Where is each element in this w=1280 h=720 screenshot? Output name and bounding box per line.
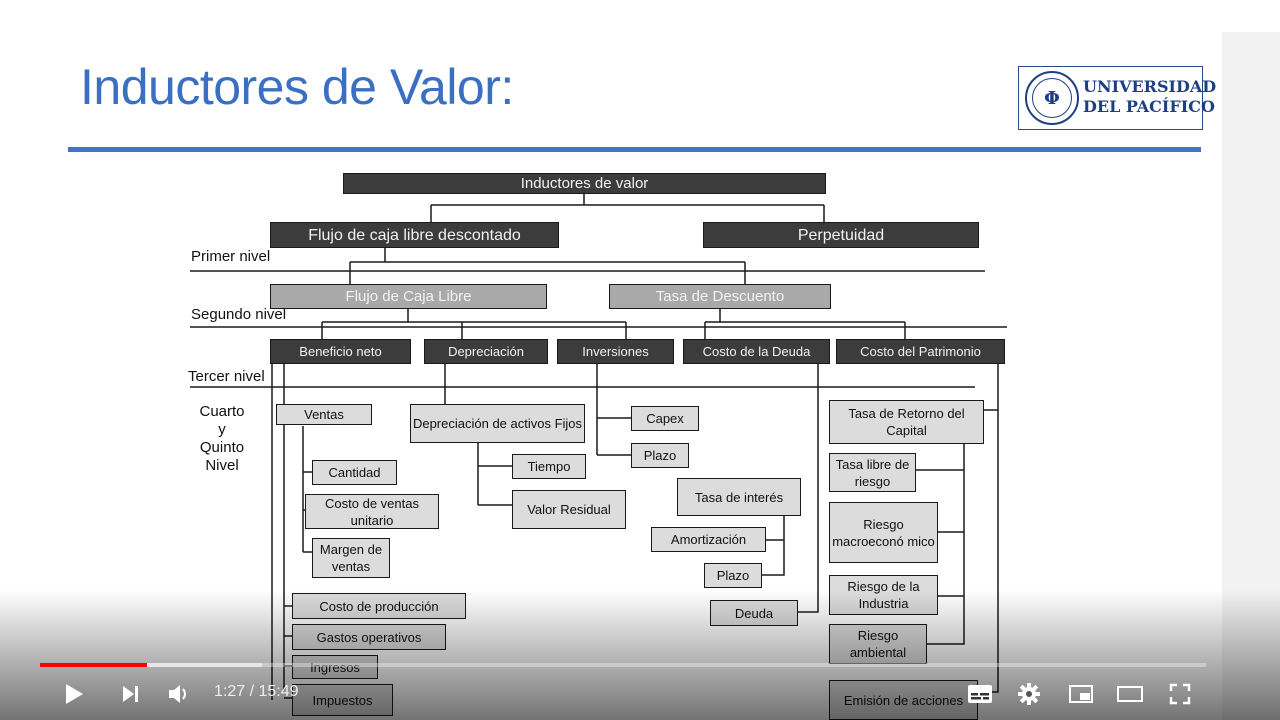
node-amortizacion: Amortización (651, 527, 766, 552)
label-segundo-nivel: Segundo nivel (191, 306, 287, 323)
node-tasa-retorno-capital: Tasa de Retorno del Capital (829, 400, 984, 444)
node-tasa-libre-riesgo: Tasa libre de riesgo (829, 453, 916, 492)
logo-line-1: UNIVERSIDAD (1083, 77, 1217, 96)
node-ingresos: Ingresos (292, 655, 378, 679)
node-costo-produccion: Costo de producción (292, 593, 466, 619)
university-seal-icon: Φ (1025, 71, 1079, 125)
settings-icon[interactable] (1011, 676, 1047, 712)
volume-icon[interactable] (162, 676, 196, 712)
subtitles-icon[interactable] (962, 676, 998, 712)
fullscreen-icon[interactable] (1162, 676, 1198, 712)
node-depreciacion-activos: Depreciación de activos Fijos (410, 404, 585, 443)
label-tercer-nivel: Tercer nivel (188, 368, 265, 385)
label-cuarto-quinto-nivel: Cuarto y Quinto Nivel (199, 403, 245, 474)
node-perpetuidad: Perpetuidad (703, 222, 979, 248)
progress-bar[interactable] (40, 663, 1206, 667)
node-costo-ventas-unitario: Costo de ventas unitario (305, 494, 439, 529)
progress-played (40, 663, 147, 667)
node-riesgo-macroeconomico: Riesgo macroeconó mico (829, 502, 938, 563)
miniplayer-icon[interactable] (1063, 676, 1099, 712)
node-riesgo-ambiental: Riesgo ambiental (829, 624, 927, 664)
node-margen-ventas: Margen de ventas (312, 538, 390, 578)
label-primer-nivel: Primer nivel (191, 248, 271, 265)
node-ventas: Ventas (276, 404, 372, 425)
node-impuestos: Impuestos (292, 684, 393, 716)
node-flujo-caja-libre: Flujo de Caja Libre (270, 284, 547, 309)
node-inversiones: Inversiones (557, 339, 674, 364)
node-riesgo-industria: Riesgo de la Industria (829, 575, 938, 615)
node-plazo-inversion: Plazo (631, 443, 689, 468)
node-costo-deuda: Costo de la Deuda (683, 339, 830, 364)
theater-icon[interactable] (1112, 676, 1148, 712)
play-icon[interactable] (56, 676, 92, 712)
node-beneficio-neto: Beneficio neto (270, 339, 411, 364)
node-root: Inductores de valor (343, 173, 826, 194)
node-costo-patrimonio: Costo del Patrimonio (836, 339, 1005, 364)
node-plazo-deuda: Plazo (704, 563, 762, 588)
node-capex: Capex (631, 406, 699, 431)
node-deuda: Deuda (710, 600, 798, 626)
node-gastos-operativos: Gastos operativos (292, 624, 446, 650)
next-icon[interactable] (114, 676, 148, 712)
node-valor-residual: Valor Residual (512, 490, 626, 529)
node-tiempo: Tiempo (512, 454, 586, 479)
node-tasa-interes: Tasa de interés (677, 478, 801, 516)
logo-line-2: DEL PACÍFICO (1083, 97, 1215, 116)
node-depreciacion: Depreciación (424, 339, 548, 364)
node-emision-acciones: Emisión de acciones (829, 680, 978, 720)
node-tasa-descuento: Tasa de Descuento (609, 284, 831, 309)
progress-buffered (40, 663, 262, 667)
node-cantidad: Cantidad (312, 460, 397, 485)
title-divider (68, 147, 1201, 152)
slide-title: Inductores de Valor: (80, 59, 514, 115)
university-logo: Φ UNIVERSIDAD DEL PACÍFICO (1018, 66, 1216, 130)
node-flujo-descontado: Flujo de caja libre descontado (270, 222, 559, 248)
